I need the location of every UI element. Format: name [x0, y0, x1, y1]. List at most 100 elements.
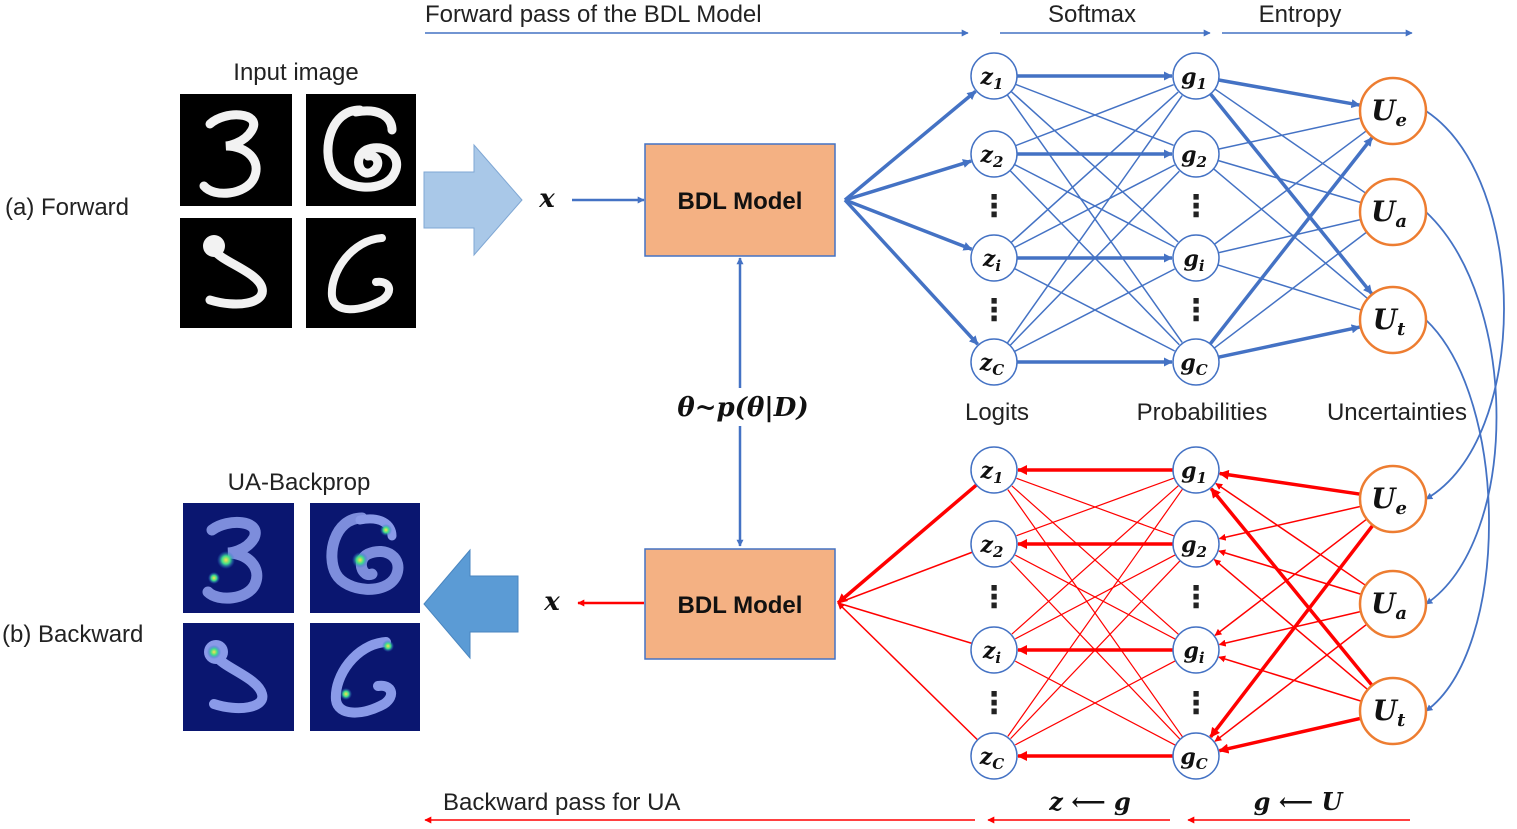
uncertainty-to-prob-edge [1218, 610, 1362, 647]
backward-prob-node: gi [1172, 626, 1220, 674]
prob-to-logit-edge [1014, 554, 1176, 640]
logit-to-prob-edge [1010, 91, 1179, 244]
network-edges [836, 71, 1505, 761]
uncertainties-label: Uncertainties [1327, 399, 1467, 426]
backward-logit-ellipsis: ⋮ [979, 687, 1009, 720]
entropy-label: Entropy [1259, 1, 1342, 28]
forward-logit-ellipsis: ⋮ [979, 294, 1009, 327]
backward-panel-label: (b) Backward [2, 621, 143, 648]
backward-prob-ellipsis: ⋮ [1181, 687, 1211, 720]
logit-to-prob-edge [1015, 83, 1174, 147]
logit-to-model-edge [836, 483, 978, 605]
backward-prob-node: g2 [1172, 520, 1220, 568]
network-nodes: z1z2zizCg1g2gigCUeUaUt⋮⋮⋮⋮z1z2zizCg1g2gi… [970, 52, 1428, 780]
model-to-logit-edge [844, 159, 972, 202]
ua-backprop-title: UA-Backprop [228, 469, 371, 496]
backward-logit-node: zi [970, 626, 1018, 674]
logit-to-model-edge [837, 551, 973, 604]
backward-pass-caption: Backward pass for UA [443, 789, 680, 816]
logit-to-prob-edge [1014, 268, 1176, 353]
forward-prob-ellipsis: ⋮ [1181, 190, 1211, 223]
forward-prob-node: g2 [1172, 130, 1220, 178]
prob-to-uncertainty-edge [1218, 117, 1360, 150]
logit-to-model-edge [837, 602, 979, 741]
backward-uncertainty-node: Ua [1358, 569, 1428, 639]
bdl-model-backward: BDL Model [644, 548, 836, 660]
bdl-model-backward-label: BDL Model [678, 592, 803, 619]
heatmap-digit-six-round [310, 503, 420, 613]
ua-heatmap-grid [183, 503, 420, 731]
backward-logit-node: z1 [970, 446, 1018, 494]
model-to-logit-edge [843, 198, 980, 346]
prob-to-logit-edge [1014, 660, 1176, 746]
g-from-u-label: g ⟵ U [1254, 787, 1345, 816]
bdl-model-forward-label: BDL Model [678, 188, 803, 215]
logits-label: Logits [965, 399, 1029, 426]
prob-to-uncertainty-edge [1218, 324, 1361, 359]
input-digit-six-round [306, 94, 416, 206]
prob-to-logit-edge [1007, 489, 1184, 738]
backward-logit-node: z2 [970, 520, 1018, 568]
uncertainty-to-prob-edge [1214, 518, 1368, 636]
prob-to-uncertainty-edge [1213, 168, 1368, 299]
logit-to-prob-edge [1009, 170, 1180, 347]
backward-uncertainty-node: Ut [1358, 676, 1428, 746]
prob-to-uncertainty-edge [1213, 232, 1367, 349]
uncertainty-feedback-curve [1425, 110, 1505, 500]
uncertainty-to-prob-edge [1214, 623, 1368, 742]
backward-logit-node: zC [970, 732, 1018, 780]
prob-to-uncertainty-edge [1218, 78, 1361, 109]
uncertainty-to-prob-edge [1213, 558, 1369, 691]
prob-to-logit-edge [1016, 477, 1175, 537]
posterior-formula: θ~p(θ|D) [677, 393, 808, 423]
forward-prob-ellipsis: ⋮ [1181, 294, 1211, 327]
z-from-g-label: z ⟵ g [1048, 787, 1131, 816]
uncertainty-to-prob-edge [1209, 487, 1374, 687]
backward-prob-ellipsis: ⋮ [1181, 581, 1211, 614]
forward-prob-node: gC [1172, 338, 1220, 386]
uncertainty-to-prob-edge [1218, 549, 1362, 596]
heatmap-digit-five [183, 623, 294, 731]
input-digit-three [180, 94, 292, 206]
forward-logit-node: z2 [970, 130, 1018, 178]
probabilities-label: Probabilities [1137, 399, 1268, 426]
forward-uncertainty-node: Ut [1358, 285, 1428, 355]
forward-block-arrow [423, 143, 523, 257]
backward-prob-node: g1 [1172, 446, 1220, 494]
model-to-logit-edge [843, 90, 977, 202]
input-digit-six [306, 218, 416, 328]
logit-to-model-edge [837, 602, 973, 645]
posterior-label-bg [672, 388, 814, 426]
backward-output-x: x [543, 587, 560, 617]
forward-logit-node: zC [970, 338, 1018, 386]
backward-prob-node: gC [1172, 732, 1220, 780]
forward-logit-node: zi [970, 234, 1018, 282]
backward-block-arrow [423, 548, 519, 660]
forward-prob-node: gi [1172, 234, 1220, 282]
backward-uncertainty-node: Ue [1358, 464, 1428, 534]
input-digit-five [180, 218, 292, 328]
forward-panel-label: (a) Forward [5, 194, 129, 221]
heatmap-digit-six [310, 623, 420, 731]
prob-to-uncertainty-edge [1217, 264, 1361, 311]
uncertainty-to-prob-edge [1218, 716, 1362, 754]
forward-input-x: x [538, 184, 555, 214]
heatmap-digit-three [183, 503, 294, 613]
uncertainty-to-prob-edge [1218, 505, 1361, 541]
softmax-label: Softmax [1048, 1, 1136, 28]
prob-to-logit-edge [1011, 485, 1180, 636]
forward-uncertainty-node: Ua [1358, 177, 1428, 247]
prob-to-uncertainty-edge [1208, 136, 1374, 345]
prob-to-uncertainty-edge [1217, 159, 1361, 204]
forward-uncertainty-node-label: Ut [1373, 303, 1406, 340]
backward-logit-ellipsis: ⋮ [979, 581, 1009, 614]
uncertainty-to-prob-edge [1209, 524, 1375, 739]
prob-to-uncertainty-edge [1214, 88, 1366, 194]
prob-to-logit-edge [1010, 560, 1181, 740]
logit-to-prob-edge [1006, 95, 1183, 344]
forward-uncertainty-node: Ue [1358, 76, 1428, 146]
uncertainty-to-prob-edge [1218, 655, 1362, 702]
logit-to-prob-edge [1014, 164, 1176, 249]
